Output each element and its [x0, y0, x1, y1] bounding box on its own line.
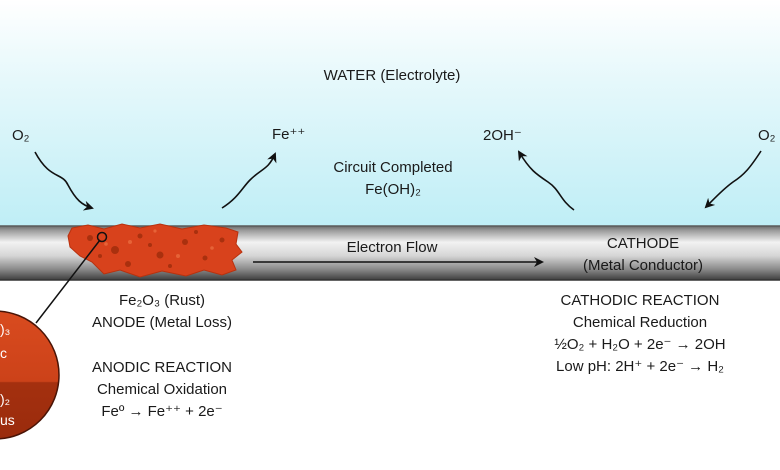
magnifier-text-1: )₃	[0, 321, 11, 337]
fe-ion-label: Fe⁺⁺	[272, 126, 306, 143]
metal-loss-label: ANODE (Metal Loss)	[91, 314, 233, 331]
circuit-line-1: Circuit Completed	[333, 159, 453, 176]
magnifier-text-3: )₂	[0, 391, 11, 407]
anodic-reaction-title: ANODIC REACTION	[91, 359, 233, 376]
rust-label: Fe₂O₃ (Rust)	[118, 292, 206, 309]
water-region	[0, 0, 780, 226]
anode-info: Fe₂O₃ (Rust) ANODE (Metal Loss)	[92, 290, 232, 334]
electron-flow-label: Electron Flow	[346, 239, 438, 256]
rust-patch	[67, 223, 243, 278]
cathodic-reaction-info: CATHODIC REACTION Chemical Reduction ½O₂…	[554, 290, 725, 378]
magnifier-text-4: us	[0, 412, 15, 428]
magnifier-text-2: c	[0, 345, 7, 361]
anodic-reaction-info: ANODIC REACTION Chemical Oxidation Feº →…	[92, 357, 232, 423]
magnifier-pointer-line	[35, 239, 101, 324]
o2-left-arrow	[34, 151, 94, 211]
circuit-line-2: Fe(OH)₂	[365, 181, 421, 198]
anodic-reaction-type: Chemical Oxidation	[96, 381, 228, 398]
cathode-label: CATHODE (Metal Conductor)	[583, 233, 703, 277]
hydroxide-label: 2OH⁻	[483, 127, 522, 144]
anodic-equation: Feº → Fe⁺⁺ + 2e⁻	[101, 403, 223, 420]
circuit-completed-label: Circuit Completed Fe(OH)₂	[333, 157, 452, 201]
o2-right-arrow	[704, 150, 762, 209]
o2-right-label: O₂	[758, 127, 776, 144]
cathodic-equation-1: ½O₂ + H₂O + 2e⁻ → 2OH	[554, 336, 726, 353]
fe-ion-arrow	[221, 152, 277, 209]
cathodic-reaction-type: Chemical Reduction	[572, 314, 708, 331]
water-label: WATER (Electrolyte)	[323, 67, 461, 84]
cathode-line-2: (Metal Conductor)	[582, 257, 704, 274]
o2-left-label: O₂	[12, 127, 30, 144]
cathode-line-1: CATHODE	[606, 235, 680, 252]
magnifier-circle	[0, 310, 60, 440]
cathodic-reaction-title: CATHODIC REACTION	[560, 292, 720, 309]
cathodic-equation-2: Low pH: 2H⁺ + 2e⁻ → H₂	[556, 358, 724, 375]
hydroxide-arrow	[517, 150, 575, 211]
magnifier-focus-ring	[96, 231, 108, 243]
